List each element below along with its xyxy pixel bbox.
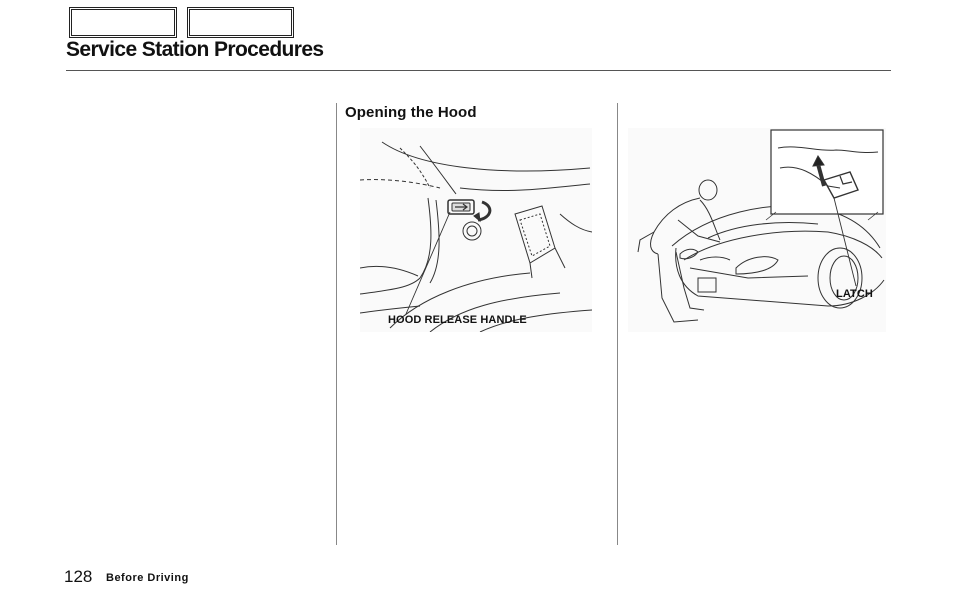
hood-release-illustration — [360, 128, 592, 332]
footer-section-name: Before Driving — [106, 572, 189, 584]
nav-tab-previous[interactable] — [69, 7, 177, 38]
column-divider-right — [617, 103, 618, 545]
section-heading: Opening the Hood — [345, 104, 477, 121]
hood-latch-illustration — [628, 128, 886, 332]
hood-release-handle-label: HOOD RELEASE HANDLE — [388, 314, 527, 326]
page-number: 128 — [64, 567, 93, 586]
nav-tab-next[interactable] — [187, 7, 294, 38]
latch-label: LATCH — [836, 288, 873, 300]
page-title: Service Station Procedures — [66, 38, 324, 61]
column-divider-left — [336, 103, 337, 545]
title-divider — [66, 70, 891, 71]
